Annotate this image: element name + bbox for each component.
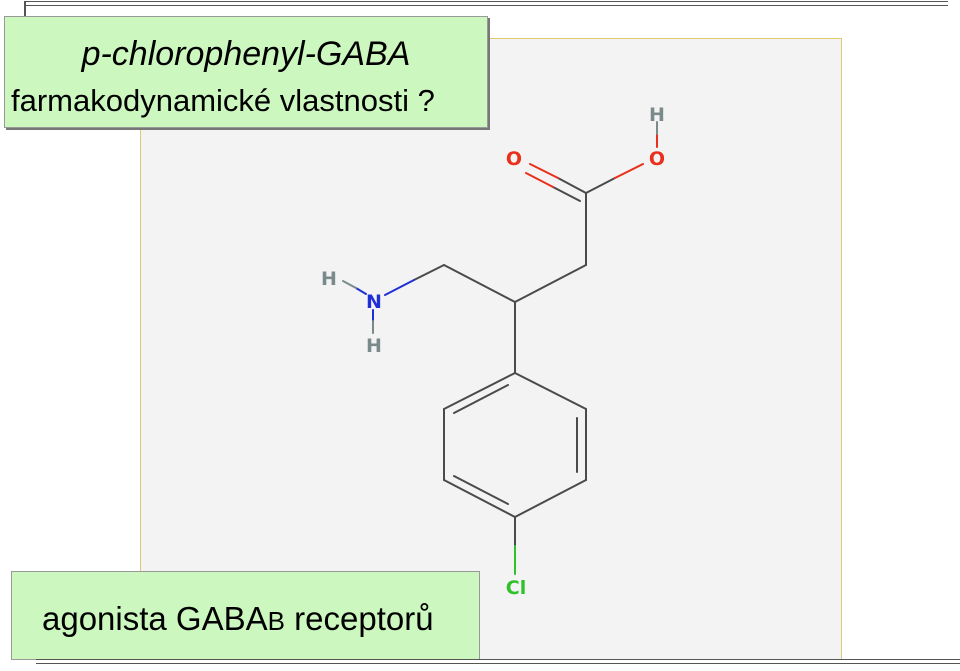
title-compound-name: p-chlorophenyl-GABA: [81, 35, 411, 73]
caption-box: agonista GABAB receptorů: [11, 571, 480, 660]
bond-ch2-to-n-c: [413, 264, 445, 281]
bond-ring-6: [443, 372, 516, 410]
atom-h-amine-bottom: H: [366, 335, 382, 357]
bond-c-o-double-b-o: [525, 172, 554, 188]
molecule-panel: [140, 38, 842, 660]
bond-ring-inner-2: [453, 475, 509, 505]
bond-n-h-top-n: [355, 287, 367, 295]
top-decorative-rule: [24, 1, 948, 6]
caption-prefix: agonista GABA: [42, 600, 268, 637]
bond-c-o-double-b-c: [552, 186, 581, 202]
bond-c-o-double-a-o: [529, 163, 559, 179]
caption-text: agonista GABAB receptorů: [42, 600, 434, 638]
bond-c-oh-c: [585, 177, 616, 194]
bond-ch2-to-n-n: [384, 279, 415, 296]
bond-ch-to-ch2-right: [514, 264, 587, 303]
bond-ring-inner-3: [453, 384, 509, 414]
bond-ring-1: [514, 372, 587, 410]
bond-n-h-top-h: [342, 280, 357, 289]
bond-ring-4: [443, 479, 516, 518]
title-box: p-chlorophenyl-GABA farmakodynamické vla…: [4, 16, 488, 128]
atom-o-hydroxyl: O: [649, 148, 665, 170]
atom-h-hydroxyl: H: [649, 104, 665, 126]
caption-subscript: B: [267, 606, 285, 636]
atom-h-amine-top: H: [321, 268, 337, 290]
title-question: farmakodynamické vlastnosti ?: [11, 83, 435, 118]
atom-o-carbonyl: O: [506, 148, 522, 170]
caption-suffix: receptorů: [284, 600, 434, 637]
bond-c-oh-o: [614, 163, 644, 179]
bottom-decorative-rule: [36, 659, 960, 664]
bond-c-o-double-a-c: [557, 177, 587, 194]
bond-ring-3: [514, 479, 587, 518]
atom-cl: Cl: [506, 577, 526, 599]
bond-ch-to-ch2-left: [443, 264, 516, 303]
atom-n-amine: N: [366, 291, 382, 313]
